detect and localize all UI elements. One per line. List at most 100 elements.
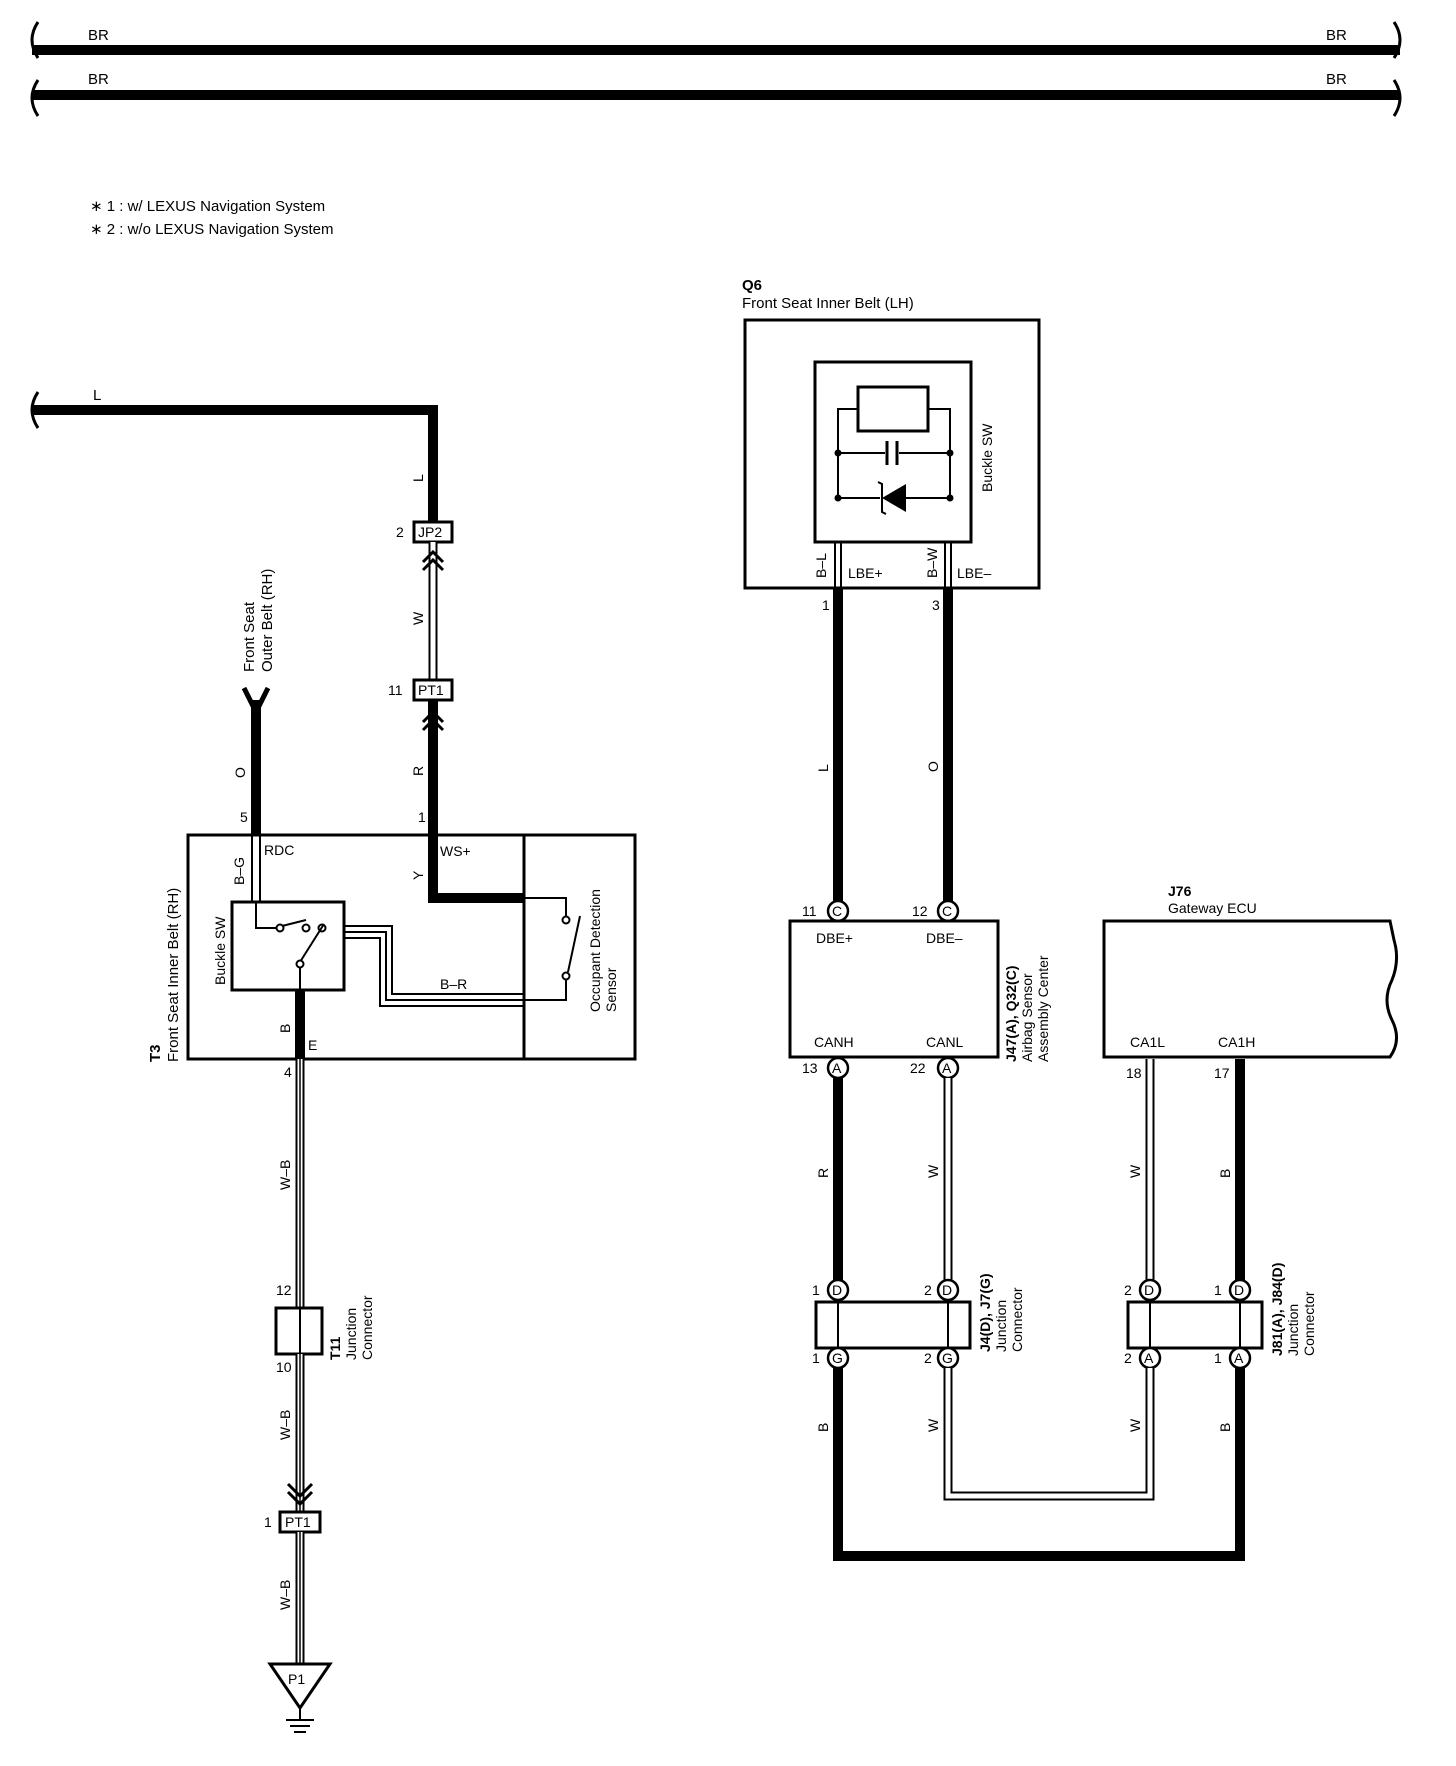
q6-pin3: 3 bbox=[932, 597, 940, 613]
dbe-minus-label: DBE– bbox=[926, 930, 963, 946]
jc2-name-2: Connector bbox=[1301, 1291, 1317, 1356]
conn-c-left-label: C bbox=[832, 903, 842, 919]
wb-label-3: W–B bbox=[277, 1580, 293, 1610]
w-wire-label: W bbox=[410, 611, 426, 625]
gateway-ecu: J76 Gateway ECU CA1L CA1H 18 17 bbox=[1102, 883, 1399, 1081]
br-bus-1: BR BR bbox=[30, 21, 1402, 59]
jc2-d-left: D bbox=[1144, 1282, 1154, 1298]
t3-component: T3 Front Seat Inner Belt (RH) Buckle SW … bbox=[147, 810, 637, 1080]
airbag-pin22: 22 bbox=[910, 1060, 926, 1076]
q6-bw-label: B–W bbox=[924, 547, 940, 578]
junction-connector-1: D D 1 2 G G 1 2 J4(D), J7(G) Junction Co… bbox=[812, 1273, 1025, 1370]
t11-name-1: Junction bbox=[343, 1308, 359, 1360]
ground-triangle bbox=[267, 1662, 333, 1711]
outer-belt-line2: Outer Belt (RH) bbox=[259, 569, 276, 672]
conn-a-right-label: A bbox=[942, 1060, 952, 1076]
jc1-code: J4(D), J7(G) bbox=[977, 1273, 993, 1352]
jc1-d-left: D bbox=[832, 1282, 842, 1298]
jc2-d-right: D bbox=[1234, 1282, 1244, 1298]
t3-pin1: 1 bbox=[418, 809, 426, 825]
br-label-2-left: BR bbox=[88, 71, 109, 88]
q6-lbe-minus: LBE– bbox=[957, 565, 991, 581]
note-1: ∗ 1 : w/ LEXUS Navigation System bbox=[90, 198, 325, 215]
t3-ws-label: WS+ bbox=[440, 843, 471, 859]
t3-sensor-label1: Occupant Detection bbox=[587, 889, 603, 1012]
airbag-sensor: 11 12 C C DBE+ DBE– CANH CANL J47(A), Q3… bbox=[788, 899, 1051, 1080]
q6-buckle-label: Buckle SW bbox=[979, 423, 995, 492]
conn-a-left-label: A bbox=[832, 1060, 842, 1076]
wire-o-label: O bbox=[925, 761, 941, 772]
q6-pin1: 1 bbox=[822, 597, 830, 613]
resistor-icon bbox=[856, 385, 930, 433]
br-bus-2: BR BR bbox=[30, 71, 1402, 117]
pt1-label-bottom: PT1 bbox=[285, 1514, 311, 1530]
zener-diode-icon bbox=[882, 484, 906, 512]
q6-code: Q6 bbox=[742, 277, 762, 294]
airbag-name-1: Airbag Sensor bbox=[1019, 973, 1035, 1062]
wb-label-2: W–B bbox=[277, 1410, 293, 1440]
t3-b-label: B bbox=[277, 1024, 293, 1033]
br-label-1-right: BR bbox=[1326, 27, 1347, 44]
t3-name: Front Seat Inner Belt (RH) bbox=[165, 888, 182, 1062]
q6-name: Front Seat Inner Belt (LH) bbox=[742, 295, 914, 312]
airbag-pin11: 11 bbox=[802, 903, 817, 919]
t3-pin5: 5 bbox=[240, 809, 248, 825]
jc2-name-1: Junction bbox=[1285, 1304, 1301, 1356]
t3-rdc-label: RDC bbox=[264, 842, 294, 858]
airbag-pin12: 12 bbox=[912, 903, 928, 919]
t3-pin4: 4 bbox=[284, 1064, 292, 1080]
conn-c-right-label: C bbox=[942, 903, 952, 919]
junction-connector-2: D D 2 1 A A 2 1 J81(A), J84(D) Junction … bbox=[1124, 1263, 1317, 1370]
jc1-name-2: Connector bbox=[1009, 1287, 1025, 1352]
t11-pin-bottom: 10 bbox=[276, 1359, 292, 1375]
wb-label-1: W–B bbox=[277, 1160, 293, 1190]
t3-code: T3 bbox=[147, 1044, 164, 1062]
note-2: ∗ 2 : w/o LEXUS Navigation System bbox=[90, 221, 334, 238]
gateway-pin17: 17 bbox=[1214, 1065, 1230, 1081]
t3-br-label: B–R bbox=[440, 976, 467, 992]
gateway-wire-w-label: W bbox=[1127, 1164, 1143, 1178]
jp2-pin: 2 bbox=[396, 524, 404, 540]
t3-buckle-box bbox=[230, 900, 346, 992]
t3-e-label: E bbox=[308, 1037, 317, 1053]
pt1-label-top: PT1 bbox=[418, 682, 444, 698]
br-label-1-left: BR bbox=[88, 27, 109, 44]
airbag-name-2: Assembly Center bbox=[1035, 955, 1051, 1062]
jc2-wire-w-label: W bbox=[1127, 1418, 1143, 1432]
q6-bl-label: B–L bbox=[813, 553, 829, 578]
jc1-pin-bot-right: 2 bbox=[924, 1350, 932, 1366]
r-wire-label: R bbox=[410, 766, 426, 776]
t11-code: T11 bbox=[327, 1336, 343, 1360]
gateway-name: Gateway ECU bbox=[1168, 900, 1257, 916]
jc2-a-left: A bbox=[1144, 1350, 1154, 1366]
dbe-plus-label: DBE+ bbox=[816, 930, 853, 946]
o-wire-label: O bbox=[232, 767, 248, 778]
wire-r-label: R bbox=[815, 1168, 831, 1178]
br-label-2-right: BR bbox=[1326, 71, 1347, 88]
jc2-code: J81(A), J84(D) bbox=[1269, 1263, 1285, 1356]
jc1-wire-w-label: W bbox=[925, 1418, 941, 1432]
jc1-pin-top-right: 2 bbox=[924, 1282, 932, 1298]
jc2-pin-top-left: 2 bbox=[1124, 1282, 1132, 1298]
t3-buckle-label: Buckle SW bbox=[212, 916, 228, 985]
jc1-g-left: G bbox=[832, 1350, 843, 1366]
jc2-a-right: A bbox=[1234, 1350, 1244, 1366]
pt1-pin-top: 11 bbox=[388, 682, 403, 698]
ground-label: P1 bbox=[288, 1671, 305, 1687]
l-wire-vertical-label: L bbox=[410, 474, 426, 482]
jc1-d-right: D bbox=[942, 1282, 952, 1298]
ground-path: W–B 12 10 T11 Junction Connector W–B PT1… bbox=[264, 1059, 375, 1733]
t11-pin-top: 12 bbox=[276, 1282, 292, 1298]
q6-lbe-plus: LBE+ bbox=[848, 565, 883, 581]
q6-component: Q6 Front Seat Inner Belt (LH) Buckle SW … bbox=[742, 277, 1041, 613]
l-wire-label: L bbox=[93, 387, 101, 404]
jc1-pin-bot-left: 1 bbox=[812, 1350, 820, 1366]
q6-buckle-box bbox=[813, 360, 973, 544]
pt1-pin-bottom: 1 bbox=[264, 1514, 272, 1530]
jc1-g-right: G bbox=[942, 1350, 953, 1366]
jc2-wire-b-label: B bbox=[1217, 1423, 1233, 1432]
jc1-pin-top-left: 1 bbox=[812, 1282, 820, 1298]
t3-y-label: Y bbox=[410, 870, 426, 880]
t11-name-2: Connector bbox=[359, 1295, 375, 1360]
ca1h-label: CA1H bbox=[1218, 1034, 1255, 1050]
